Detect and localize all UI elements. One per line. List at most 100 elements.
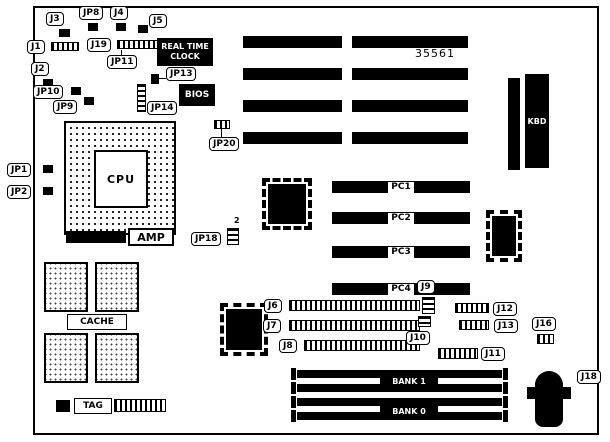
slot-pc1: PC1 — [332, 181, 470, 193]
slot-pc4: PC4 — [332, 283, 470, 295]
leader-line — [121, 50, 122, 55]
simm-slot — [291, 396, 508, 408]
label-jp14: JP14 — [147, 101, 178, 115]
rtc-label-line1: REAL TIME — [161, 42, 209, 51]
cpu-socket: CPU — [64, 121, 176, 235]
label-j18: J18 — [577, 370, 601, 384]
label-j8: J8 — [279, 339, 297, 353]
cache-chip — [95, 333, 139, 383]
j5-jumper — [138, 25, 148, 33]
keyboard-din-connector — [527, 371, 571, 433]
label-j11: J11 — [481, 347, 505, 361]
label-j5: J5 — [149, 14, 167, 28]
cache-label-box: CACHE — [67, 314, 127, 330]
isa-slot — [243, 68, 342, 80]
jp13-jumper — [151, 74, 159, 84]
label-j6: J6 — [264, 299, 282, 313]
label-j7: J7 — [263, 319, 281, 333]
din-body — [535, 383, 563, 427]
io-qfp — [486, 210, 522, 262]
j3-jumper — [59, 29, 70, 37]
jp8-jumper — [88, 23, 98, 31]
cache-chip — [95, 262, 139, 312]
j11-header — [438, 348, 478, 359]
isa-slot — [243, 132, 342, 144]
label-jp18: JP18 — [191, 232, 222, 246]
din-tab-right — [562, 387, 571, 399]
label-jp9: JP9 — [53, 100, 78, 114]
cache-chip — [44, 262, 88, 312]
j7-header — [289, 320, 420, 331]
j13-header — [459, 320, 489, 330]
jp2-jumper — [43, 187, 53, 195]
bank0-label: BANK 0 — [392, 406, 426, 416]
cpu-label: CPU — [106, 172, 136, 186]
isa-slot — [243, 100, 342, 112]
label-jp10: JP10 — [33, 85, 64, 99]
j12-header — [455, 303, 489, 313]
isa-slot — [352, 68, 468, 80]
j1-header — [51, 42, 79, 51]
amp-connector-bar — [66, 231, 126, 243]
label-jp2: JP2 — [7, 185, 32, 199]
chipset-qfp — [262, 178, 312, 230]
bank0-label-box: BANK 0 — [380, 404, 438, 418]
amp-chip: AMP — [128, 228, 174, 246]
label-j3: J3 — [46, 12, 64, 26]
slot-pc3-label: PC3 — [388, 246, 414, 258]
label-j1: J1 — [27, 40, 45, 54]
jp1-jumper — [43, 165, 53, 173]
label-jp1: JP1 — [7, 163, 32, 177]
jp18-pin-number: 2 — [234, 216, 240, 225]
label-jp11: JP11 — [107, 55, 138, 69]
label-j4: J4 — [110, 6, 128, 20]
kbd-label: KBD — [527, 116, 547, 126]
jp9-jumper — [84, 97, 94, 105]
din-tab-left — [527, 387, 536, 399]
slot-pc2: PC2 — [332, 212, 470, 224]
j9-header — [422, 297, 435, 314]
j8-header — [304, 340, 420, 351]
label-j9: J9 — [417, 280, 435, 294]
label-jp20: JP20 — [209, 137, 240, 151]
j4-jumper — [116, 23, 126, 31]
cache-label: CACHE — [80, 317, 114, 327]
rtc-chip: REAL TIME CLOCK — [157, 38, 213, 66]
controller-qfp — [220, 303, 268, 356]
j19-header — [117, 40, 159, 49]
board-part-number: 35561 — [415, 47, 455, 60]
tag-connector — [56, 400, 70, 412]
bank1-label-box: BANK 1 — [380, 374, 438, 388]
simm-slot — [291, 382, 508, 394]
slot-pc4-label: PC4 — [388, 283, 414, 295]
leader-line — [159, 78, 166, 79]
bios-label: BIOS — [184, 90, 210, 100]
isa-slot — [352, 132, 468, 144]
tag-label-box: TAG — [74, 398, 112, 414]
isa-slot — [352, 100, 468, 112]
j10-header — [418, 316, 431, 327]
jp14-header — [137, 84, 146, 112]
label-j12: J12 — [493, 302, 517, 316]
jp20-header — [214, 120, 230, 129]
isa-slot — [352, 36, 468, 48]
label-jp13: JP13 — [166, 67, 197, 81]
j16-header — [537, 334, 554, 344]
jp18-jumper-block — [227, 228, 239, 245]
tag-label: TAG — [83, 401, 103, 411]
label-j2: J2 — [31, 62, 49, 76]
label-jp8: JP8 — [79, 6, 104, 20]
slot-pc3: PC3 — [332, 246, 470, 258]
cpu-label-box: CPU — [94, 150, 148, 208]
amp-label: AMP — [137, 230, 165, 244]
j2-jumper — [43, 79, 53, 87]
bank1-label: BANK 1 — [392, 376, 426, 386]
label-j13: J13 — [494, 319, 518, 333]
slot-pc2-label: PC2 — [388, 212, 414, 224]
j6-header — [289, 300, 420, 311]
bios-chip: BIOS — [179, 84, 215, 106]
cache-chip — [44, 333, 88, 383]
isa-slot — [243, 36, 342, 48]
label-j19: J19 — [87, 38, 111, 52]
